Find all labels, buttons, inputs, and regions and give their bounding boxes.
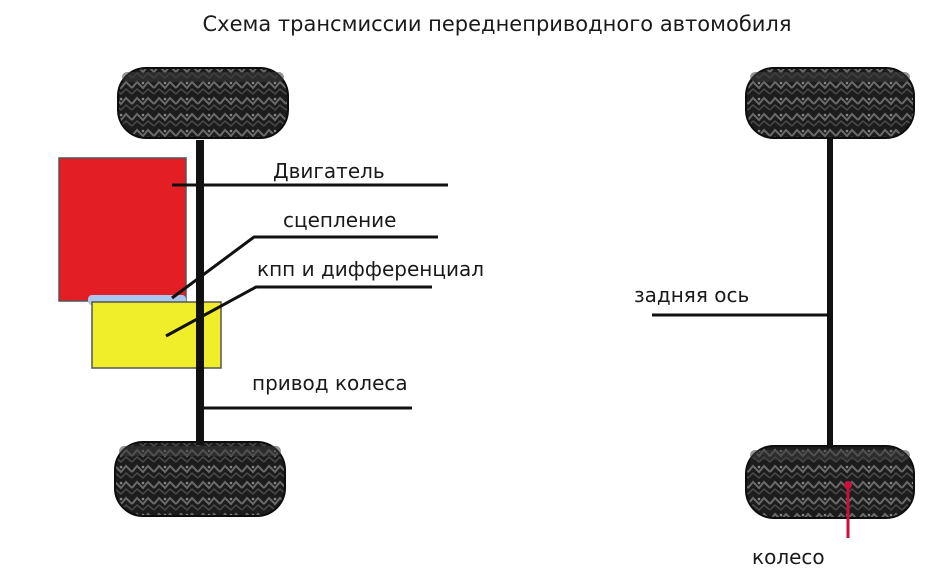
rear-top-wheel: [745, 67, 915, 139]
clutch-label: сцепление: [283, 208, 396, 232]
front-bottom-wheel: [114, 441, 286, 517]
gearbox-leader: [165, 285, 432, 338]
clutch-leader: [171, 235, 438, 300]
gearbox-label: кпп и дифференциал: [257, 257, 484, 281]
diagram-title: Схема трансмиссии переднеприводного авто…: [203, 12, 792, 36]
wheel-label: колесо: [752, 545, 825, 569]
engine-label: Двигатель: [273, 159, 385, 183]
drive-label: привод колеса: [252, 371, 408, 395]
front-top-wheel: [117, 67, 289, 139]
rear-axle-label: задняя ось: [634, 283, 749, 307]
wheel-pointer-dot: [844, 481, 852, 489]
engine-block: [58, 157, 187, 302]
rear-bottom-wheel: [745, 445, 915, 519]
